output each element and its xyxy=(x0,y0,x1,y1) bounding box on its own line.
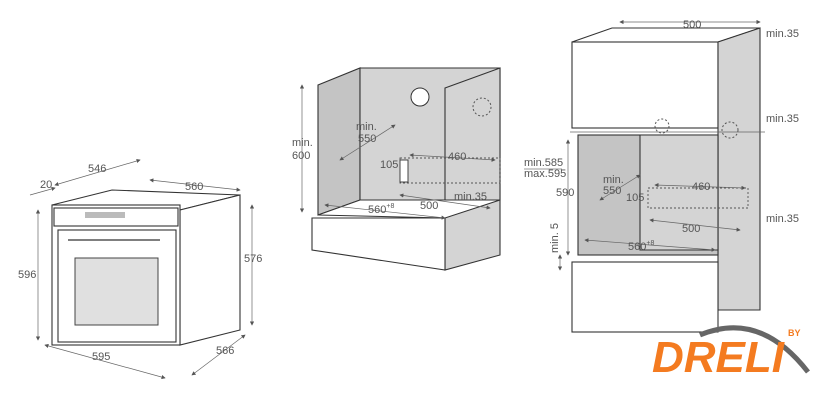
uc-gap: min.35 xyxy=(454,191,487,203)
oven-height-front: 596 xyxy=(18,269,36,281)
oven-front-offset: 20 xyxy=(40,179,52,191)
oven-width-bottom: 595 xyxy=(92,351,110,363)
oven-depth-bottom: 566 xyxy=(216,345,234,357)
logo-brand: DRELI xyxy=(652,333,785,382)
tc-inner-depth: 500 xyxy=(682,223,700,235)
oven-height-side: 576 xyxy=(244,253,262,265)
tc-gap-top: min.35 xyxy=(766,28,799,40)
tc-width-tolerance: +8 xyxy=(646,240,654,247)
oven-width-top: 546 xyxy=(88,163,106,175)
uc-height-min-label: min. xyxy=(292,137,313,149)
oven-depth-top: 560 xyxy=(185,181,203,193)
tc-height: 590 xyxy=(556,187,574,199)
tc-gap-low: min.35 xyxy=(766,213,799,225)
tc-base-gap: min. 5 xyxy=(549,223,561,253)
under-counter-drawing: min. 600 min. 550 105 460 560+8 500 min.… xyxy=(292,67,501,271)
uc-vent-width: 460 xyxy=(448,151,466,163)
tc-range-max: max.595 xyxy=(524,168,566,180)
tc-depth-value: 550 xyxy=(603,185,621,197)
tc-depth-min-label: min. xyxy=(603,174,624,186)
uc-depth-value: 550 xyxy=(358,133,376,145)
tall-cabinet-drawing: 500 min.35 min.35 min.585 max.595 590 mi… xyxy=(524,19,799,333)
tc-width: 560+8 xyxy=(628,240,654,253)
uc-inner-depth: 500 xyxy=(420,200,438,212)
uc-vent-height: 105 xyxy=(380,159,398,171)
uc-height-value: 600 xyxy=(292,150,310,162)
uc-depth-min-label: min. xyxy=(356,121,377,133)
uc-width-value: 560 xyxy=(368,204,386,216)
uc-width-tolerance: +8 xyxy=(386,203,394,210)
tc-width-value: 560 xyxy=(628,241,646,253)
tc-gap-mid: min.35 xyxy=(766,113,799,125)
uc-width: 560+8 xyxy=(368,203,394,216)
tc-top-width: 500 xyxy=(683,19,701,31)
tc-range-min: min.585 xyxy=(524,157,563,169)
tc-vent-height: 105 xyxy=(626,192,644,204)
dreli-logo: DRELI BY xyxy=(652,325,810,382)
tc-vent-width: 460 xyxy=(692,181,710,193)
logo-by: BY xyxy=(788,328,801,338)
oven-drawing: 546 20 560 596 576 595 566 xyxy=(18,158,262,380)
